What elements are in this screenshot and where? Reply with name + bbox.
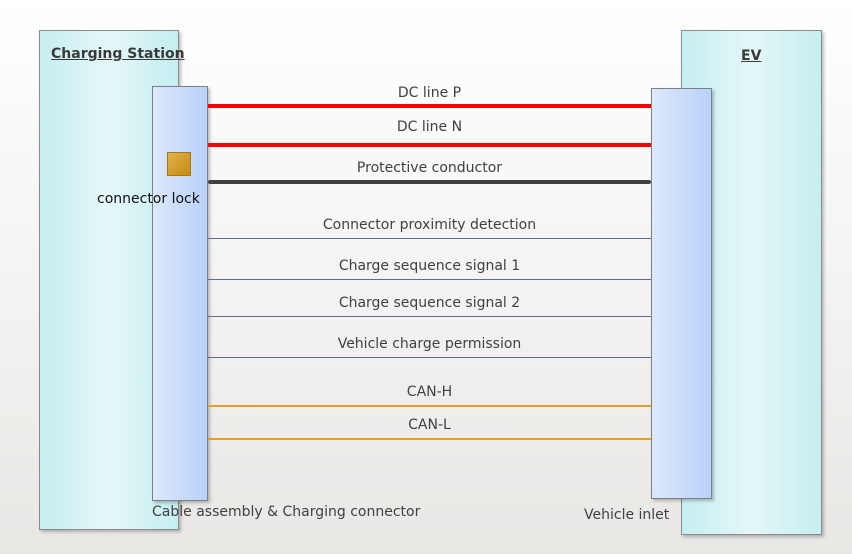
wire-label-dc-line-n: DC line N — [396, 119, 463, 135]
wire-protective-conductor — [208, 180, 651, 184]
wire-dc-line-n — [208, 143, 651, 147]
wire-label-proximity-detection: Connector proximity detection — [322, 217, 537, 233]
vehicle-inlet-box — [651, 88, 712, 499]
wire-charge-sequence-1 — [208, 279, 651, 280]
wire-label-vehicle-charge-permission: Vehicle charge permission — [337, 336, 522, 352]
wire-dc-line-p — [208, 104, 651, 108]
wire-charge-sequence-2 — [208, 316, 651, 317]
wire-can-l — [208, 438, 651, 440]
wire-label-charge-sequence-1: Charge sequence signal 1 — [338, 258, 521, 274]
charging-station-title: Charging Station — [51, 46, 185, 62]
wire-label-protective-conductor: Protective conductor — [356, 160, 503, 176]
connector-lock-icon — [167, 152, 191, 176]
connector-caption: Cable assembly & Charging connector — [152, 504, 421, 520]
wire-proximity-detection — [208, 238, 651, 239]
charging-connector-box — [152, 86, 208, 501]
wire-vehicle-charge-permission — [208, 357, 651, 358]
wire-label-dc-line-p: DC line P — [397, 85, 462, 101]
vehicle-inlet-caption: Vehicle inlet — [584, 507, 670, 523]
wire-label-can-l: CAN-L — [408, 417, 451, 433]
wire-can-h — [208, 405, 651, 407]
wire-label-charge-sequence-2: Charge sequence signal 2 — [338, 295, 521, 311]
connector-lock-label: connector lock — [97, 191, 200, 207]
ev-title: EV — [741, 48, 762, 64]
wire-label-can-h: CAN-H — [406, 384, 453, 400]
